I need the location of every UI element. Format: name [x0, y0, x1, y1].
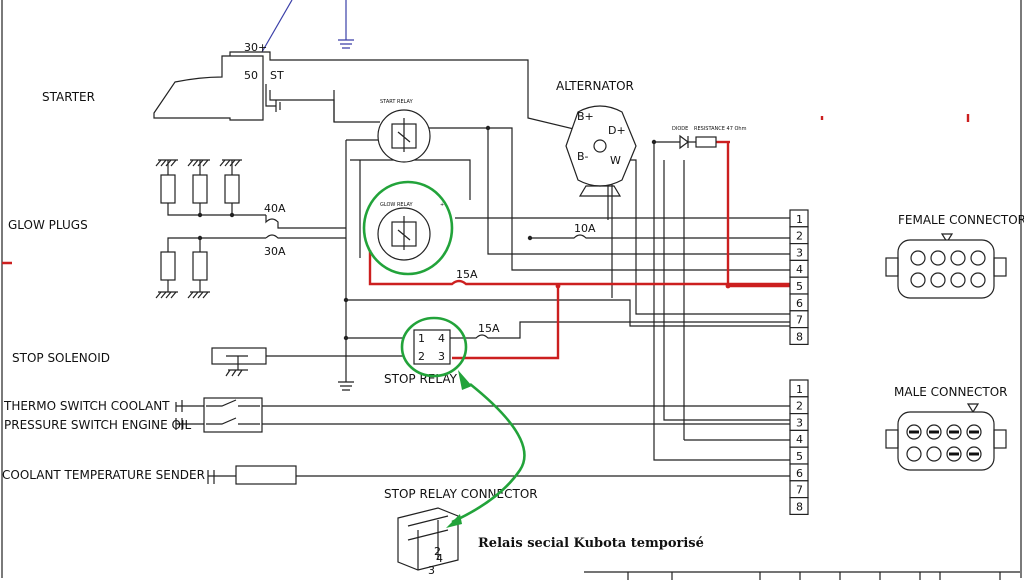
- terminal-number: 8: [796, 500, 803, 513]
- stop-relay-connector-body: [397, 507, 459, 571]
- ground-icon: [158, 280, 210, 293]
- connector-pin-3: 3: [428, 564, 435, 577]
- glow-plug-bank-top: [155, 159, 266, 218]
- alternator-label: ALTERNATOR: [556, 79, 634, 93]
- svg-text:+: +: [440, 202, 444, 208]
- highlighted-circuit: 15A: [2, 114, 970, 360]
- glow-relay-label: GLOW RELAY: [380, 202, 414, 208]
- glow-plug-bank-bottom: [155, 235, 266, 299]
- stop-relay-connector: STOP RELAY CONNECTOR 2 4 3: [384, 487, 538, 577]
- glow-plug-4: [160, 251, 176, 281]
- start-relay-label: START RELAY: [380, 99, 414, 105]
- glow-plugs-label: GLOW PLUGS: [8, 218, 88, 232]
- resistance-label: RESISTANCE 47 Ohm: [694, 126, 747, 132]
- annotation-text: Relais secial Kubota temporisé: [478, 536, 704, 551]
- starter-body: [153, 55, 264, 121]
- male-connector: MALE CONNECTOR: [885, 385, 1008, 471]
- title-block-edge: [584, 571, 1020, 580]
- main-wiring: 10A 15A: [175, 51, 790, 484]
- annotation: Relais secial Kubota temporisé: [362, 180, 704, 551]
- coolant-sender-body: [235, 465, 297, 485]
- thermo-switch-label: THERMO SWITCH COOLANT: [3, 399, 170, 413]
- female-connector: FEMALE CONNECTOR: [885, 213, 1024, 299]
- terminal-number: 8: [796, 330, 803, 343]
- sensor-switch-box: [203, 397, 263, 433]
- terminal-number: 7: [796, 314, 803, 327]
- alternator-w: W: [610, 154, 621, 167]
- alternator-b-plus: B+: [577, 110, 594, 123]
- male-connector-label: MALE CONNECTOR: [894, 385, 1008, 399]
- terminal-cell: [789, 327, 809, 346]
- stop-relay-pin-4: 4: [438, 332, 445, 345]
- start-relay: START RELAY: [377, 99, 431, 163]
- fuse-10a-label: 10A: [574, 222, 596, 235]
- ground-link-wire: [261, 0, 293, 53]
- glow-relay-highlight: [362, 180, 454, 276]
- terminal-number: 3: [796, 246, 803, 259]
- terminal-cell: [789, 497, 809, 516]
- resistor-symbol: [695, 136, 717, 148]
- stop-solenoid-label: STOP SOLENOID: [12, 351, 110, 365]
- annotation-arrow: [451, 382, 526, 524]
- pressure-switch-label: PRESSURE SWITCH ENGINE OIL: [4, 418, 192, 432]
- terminal-number: 5: [796, 450, 803, 463]
- glow-plugs: GLOW PLUGS 40A 30A: [8, 159, 346, 299]
- ground-symbol-top: [338, 0, 354, 49]
- terminal-number: 7: [796, 484, 803, 497]
- starter-label: STARTER: [42, 90, 95, 104]
- terminal-number: 6: [796, 297, 803, 310]
- stop-relay-pin-2: 2: [418, 350, 425, 363]
- fuse-40a-symbol: [265, 215, 346, 229]
- alternator-body: [565, 105, 637, 187]
- connector-strip-bottom: 1 2 3 4 5 6 7 8: [789, 379, 809, 516]
- pressure-switch-symbol: [206, 417, 260, 425]
- terminal-number: 3: [796, 416, 803, 429]
- stop-relay-highlight: [400, 316, 468, 378]
- terminal-number: 1: [796, 213, 803, 226]
- connector-strip-top: 1 2 3 4 5 6 7 8: [789, 209, 809, 346]
- fuse-15a-label: 15A: [456, 268, 478, 281]
- fuse-40a-label: 40A: [264, 202, 286, 215]
- fuse-15a-stop-label: 15A: [478, 322, 500, 335]
- glow-plug-3: [224, 174, 240, 204]
- connector-pin-2: 2: [434, 545, 441, 558]
- diode-resistor: DIODE RESISTANCE 47 Ohm: [672, 126, 747, 150]
- stop-relay-connector-label: STOP RELAY CONNECTOR: [384, 487, 538, 501]
- diode-label: DIODE: [672, 126, 688, 132]
- terminal-number: 2: [796, 400, 803, 413]
- terminal-st: ST: [270, 69, 284, 82]
- terminal-number: 4: [796, 263, 803, 276]
- terminal-number: 1: [796, 383, 803, 396]
- thermo-switch-symbol: [206, 399, 260, 407]
- terminal-number: 4: [796, 433, 803, 446]
- glow-plug-1: [160, 174, 176, 204]
- stop-relay-pin-3: 3: [438, 350, 445, 363]
- terminal-number: 6: [796, 467, 803, 480]
- fuse-30a-label: 30A: [264, 245, 286, 258]
- connector-pin-4: 4: [436, 552, 443, 565]
- alternator: ALTERNATOR B+ B- D+ W: [556, 79, 637, 197]
- alternator-b-minus: B-: [577, 150, 589, 163]
- terminal-number: 2: [796, 230, 803, 243]
- glow-plug-2: [192, 174, 208, 204]
- alternator-d-plus: D+: [608, 124, 626, 137]
- diode-symbol: [672, 134, 696, 150]
- starter-ground-icon: [265, 84, 281, 112]
- female-connector-label: FEMALE CONNECTOR: [898, 213, 1024, 227]
- terminal-number: 5: [796, 280, 803, 293]
- coolant-sender-label: COOLANT TEMPERATURE SENDER: [2, 468, 205, 482]
- glow-relay: GLOW RELAY +: [377, 202, 444, 261]
- terminal-30: 30+: [244, 41, 267, 54]
- terminal-50: 50: [244, 69, 258, 82]
- glow-plug-5: [192, 251, 208, 281]
- starter: STARTER 30+ 50 ST: [42, 41, 284, 121]
- stop-relay-pin-1: 1: [418, 332, 425, 345]
- ground-icon: [338, 381, 354, 391]
- fuse-30a-symbol: [265, 234, 346, 239]
